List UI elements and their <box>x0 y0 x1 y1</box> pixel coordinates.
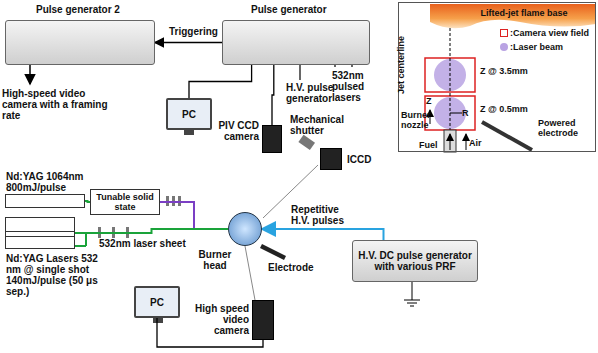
annotation-label: H.V. pulse generator <box>286 82 338 104</box>
node-text: H.V. DC pulse generator with various PRF <box>353 250 477 272</box>
piv-camera: PIV CCD camera <box>262 125 282 153</box>
annotation-label: 532nm pulsed lasers <box>332 70 394 103</box>
node-text: Burner head <box>195 249 235 271</box>
node-text: PIV CCD camera <box>213 120 259 142</box>
laser-box: Nd:YAG 1064nm 800mJ/pulse <box>5 194 85 208</box>
edge-label: Repetitive H.V. pulses <box>290 204 354 226</box>
annotation-label: Z <box>426 96 436 106</box>
node-text: Pulse generator <box>251 4 327 15</box>
annotation-label: Mechanical shutter <box>290 114 352 136</box>
connector <box>75 229 228 233</box>
legend-swatch <box>500 43 508 51</box>
legend-text: :Camera view field <box>510 28 589 38</box>
node-text: Nd:YAG Lasers 532 nm @ single shot 140mJ… <box>6 253 110 297</box>
iccd-camera: ICCD <box>320 148 342 170</box>
node-text: PC <box>147 297 167 308</box>
burner-head: Burner head <box>228 212 262 246</box>
node-text: ICCD <box>347 154 371 165</box>
edge-label: Triggering <box>168 26 219 37</box>
annotation-label: R <box>462 108 472 118</box>
annotation-label: High-speed video camera with a framing r… <box>2 88 122 121</box>
legend-text: :Laser beam <box>510 42 563 52</box>
node-text: Tunable solid state <box>91 192 159 212</box>
annotation-label: Burner nozzle <box>401 110 441 130</box>
annotation-label: Jet centerline <box>396 36 406 94</box>
node-text: Pulse generator 2 <box>36 4 120 15</box>
annotation-label: Z @ 0.5mm <box>480 104 550 114</box>
tunable-laser-box: Tunable solid state <box>90 189 160 215</box>
pulse-generator: Pulse generator 2 <box>5 20 155 65</box>
legend-swatch <box>500 29 508 37</box>
annotation-label: Powered electrode <box>538 118 594 138</box>
connector <box>160 202 228 229</box>
edge-label: 532nm laser sheet <box>98 238 187 249</box>
node-text: Lifted-jet flame base <box>459 8 589 18</box>
pc-monitor: PC <box>134 286 180 318</box>
laser-box: Nd:YAG Lasers 532 nm @ single shot 140mJ… <box>5 217 75 249</box>
connector <box>155 42 222 43</box>
inset-drawing <box>425 4 596 152</box>
node-text: PC <box>179 109 199 120</box>
annotation-label: Z @ 3.5mm <box>480 66 550 76</box>
pulse-generator: Pulse generator <box>222 20 370 65</box>
high-speed-camera: High speed video camera <box>252 300 274 340</box>
node-text: Nd:YAG 1064nm 800mJ/pulse <box>6 171 90 193</box>
pc-monitor: PC <box>166 98 212 130</box>
annotation-label: Electrode <box>268 262 328 273</box>
node-text: High speed video camera <box>191 303 249 336</box>
hv-pulse-generator: H.V. DC pulse generator with various PRF <box>352 240 478 282</box>
connector <box>189 65 252 98</box>
connector <box>272 65 274 125</box>
connector <box>262 229 384 240</box>
annotation-label: Fuel <box>419 140 443 150</box>
annotation-label: Air <box>469 138 489 148</box>
